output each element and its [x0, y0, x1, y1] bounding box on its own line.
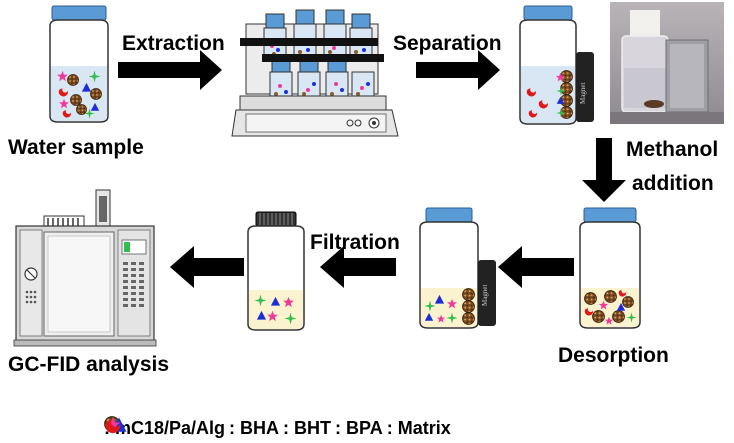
legend-matrix-icon — [105, 419, 121, 434]
label-filtration: Filtration — [310, 231, 400, 254]
label-separation: Separation — [393, 32, 502, 55]
separation-photo — [610, 2, 724, 124]
arrow-filtration — [320, 246, 396, 288]
magnet-label-top: Magnet — [579, 83, 587, 104]
label-water-sample: Water sample — [8, 136, 144, 159]
legend-bha-label: : BHA — [229, 417, 280, 438]
bottle-separation: Magnet — [519, 5, 594, 125]
legend: : mC18/Pa/Alg : BHA : BHT : BPA : Matrix — [104, 416, 451, 440]
legend-bht-label: : BHT — [283, 417, 332, 438]
bottle-filtered — [247, 211, 305, 331]
arrow-separation — [416, 50, 500, 90]
shaker-apparatus — [231, 9, 399, 137]
arrow-methanol — [582, 138, 626, 202]
bottle-water-sample — [49, 5, 109, 123]
magnet-label-bottom: Magnet — [481, 285, 489, 306]
gc-fid-instrument — [13, 189, 157, 347]
bottle-desorption — [579, 207, 641, 329]
arrow-desorption-left — [498, 246, 574, 288]
label-gcfid: GC-FID analysis — [8, 353, 170, 376]
label-addition: addition — [632, 172, 714, 195]
label-methanol: Methanol — [626, 138, 719, 161]
arrow-gcfid — [170, 246, 244, 288]
bottle-magnet-collection: Magnet — [419, 207, 496, 329]
arrow-extraction — [118, 50, 222, 90]
label-desorption: Desorption — [558, 344, 669, 367]
legend-particle-label: : mC18/Pa/Alg — [104, 417, 226, 438]
legend-matrix-label: : Matrix — [386, 417, 451, 438]
label-extraction: Extraction — [122, 32, 225, 55]
legend-bpa-icon — [105, 417, 121, 432]
legend-bpa-label: : BPA — [335, 417, 383, 438]
